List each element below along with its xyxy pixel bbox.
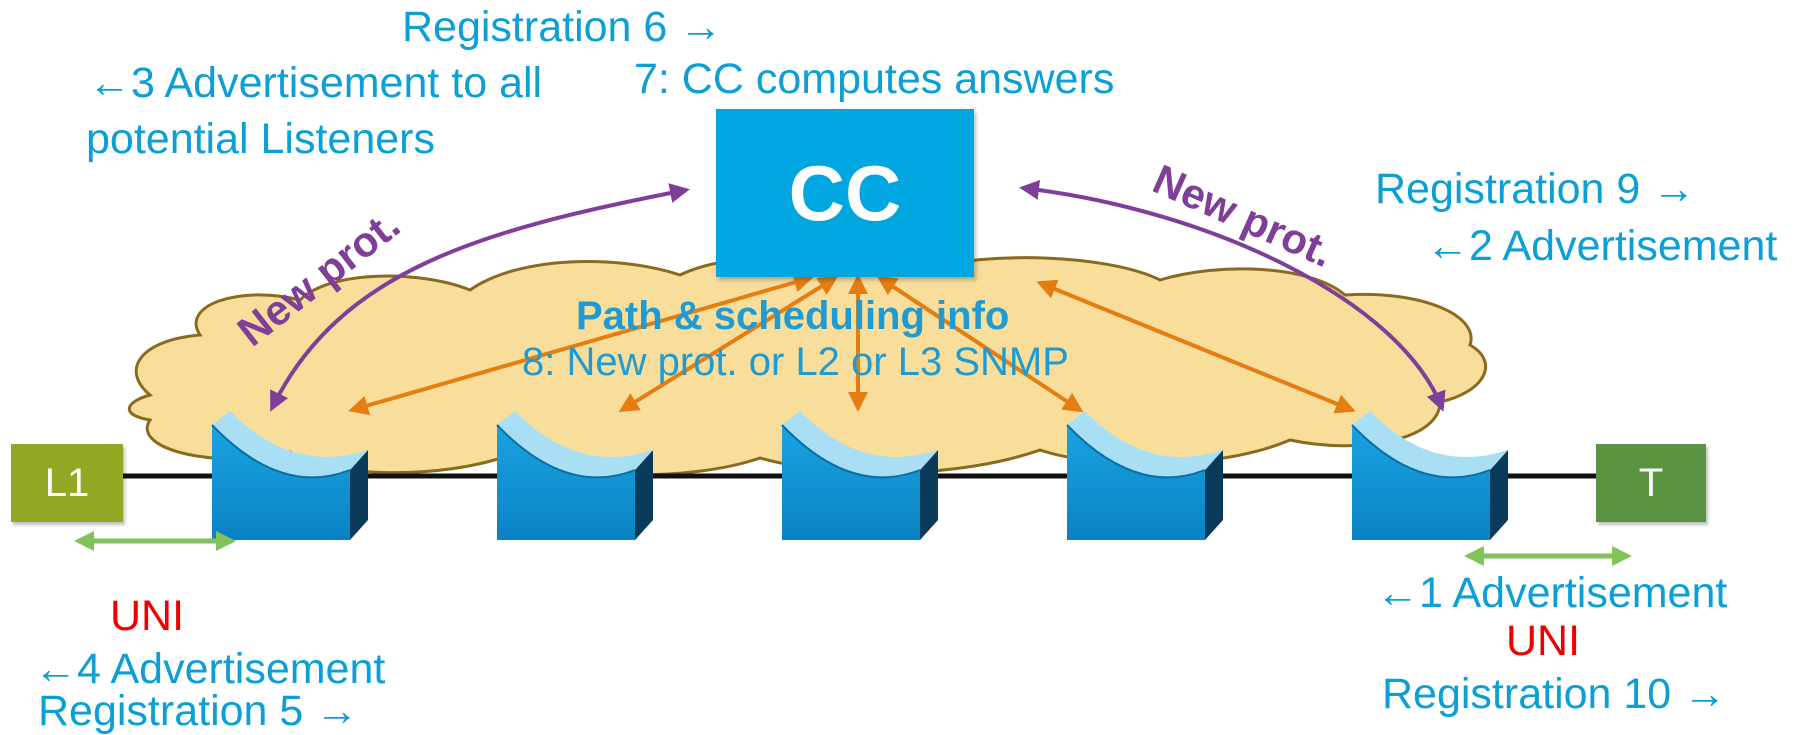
uni-label-right: UNI [1506, 617, 1581, 665]
registration-6-label: Registration 6 → [402, 3, 723, 51]
advertisement-2-label: ←2 Advertisement [1426, 222, 1778, 270]
new-protocol-label-right: New prot. [1146, 155, 1340, 276]
advertisement-1-label: ←1 Advertisement [1376, 569, 1728, 617]
cloud-subtitle: 8: New prot. or L2 or L3 SNMP [522, 340, 1069, 384]
registration-9-label: Registration 9 → [1375, 165, 1696, 213]
central-controller: CC [716, 109, 974, 277]
talker-node: T [1596, 444, 1706, 522]
listener-node: L1 [11, 444, 123, 522]
registration-10-label: Registration 10 → [1382, 670, 1727, 718]
bridge-icon [1351, 410, 1509, 541]
advertisement-3-label-cont: potential Listeners [86, 115, 435, 163]
new-protocol-arrow-left [270, 183, 690, 412]
new-protocol-arrow-right [1019, 179, 1446, 412]
uni-label-left: UNI [110, 592, 185, 640]
cc-computes-label: 7: CC computes answers [634, 55, 1115, 103]
advertisement-4-label: ←4 Advertisement [34, 645, 386, 693]
cloud-title: Path & scheduling info [576, 294, 1010, 338]
registration-5-label: Registration 5 → [38, 687, 359, 735]
advertisement-3-label: ←3 Advertisement to all [88, 59, 543, 107]
